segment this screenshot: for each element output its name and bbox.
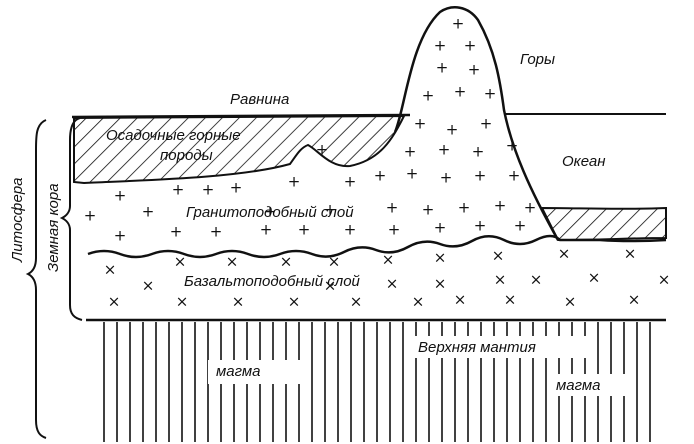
basalt-cross-marker: × (104, 261, 117, 279)
granite-plus-marker: + (172, 181, 185, 199)
granite-plus-marker: + (344, 173, 357, 191)
granite-plus-marker: + (494, 197, 507, 215)
granite-plus-marker: + (142, 203, 155, 221)
lithosphere-label: Литосфера (9, 177, 26, 263)
basalt-cross-marker: × (174, 253, 187, 271)
crust-label: Земная кора (45, 183, 62, 272)
granite-plus-marker: + (434, 219, 447, 237)
basalt-cross-marker: × (386, 275, 399, 293)
mountains-label: Горы (520, 51, 555, 68)
basalt-cross-marker: × (108, 293, 121, 311)
basalt-cross-marker: × (624, 245, 637, 263)
basalt-layer-label: Базальтоподобный слой (184, 273, 361, 290)
basalt-cross-marker: × (494, 271, 507, 289)
granite-plus-marker: + (324, 201, 337, 219)
granite-plus-marker: + (484, 85, 497, 103)
granite-plus-marker: + (438, 141, 451, 159)
granite-plus-marker: + (464, 37, 477, 55)
granite-plus-marker: + (468, 61, 481, 79)
basalt-cross-marker: × (454, 291, 467, 309)
granite-plus-marker: + (344, 221, 357, 239)
basalt-cross-marker: × (434, 249, 447, 267)
lithosphere-bracket (25, 119, 47, 439)
sedimentary-label-line1: Осадочные горные (106, 127, 241, 144)
basalt-markers: × × × × × × × × × × × × × × × × × × × × × × × × × × × × (104, 245, 671, 311)
mountain-outline (393, 6, 560, 241)
plain-label: Равнина (230, 91, 289, 108)
granite-plus-marker: + (260, 221, 273, 239)
granite-plus-marker: + (414, 115, 427, 133)
granite-plus-marker: + (114, 187, 127, 205)
basalt-cross-marker: × (558, 245, 571, 263)
granite-plus-marker: + (472, 143, 485, 161)
basalt-cross-marker: × (504, 291, 517, 309)
granite-plus-marker: + (288, 173, 301, 191)
basalt-cross-marker: × (412, 293, 425, 311)
basalt-cross-marker: × (226, 253, 239, 271)
granite-plus-marker: + (210, 223, 223, 241)
granite-plus-marker: + (480, 115, 493, 133)
granite-plus-marker: + (474, 167, 487, 185)
basalt-cross-marker: × (492, 247, 505, 265)
granite-plus-marker: + (508, 167, 521, 185)
granite-markers: ++++++++++++++++++++++++++++++++++++++++… (84, 15, 537, 245)
ocean-sediment-layer (540, 206, 667, 242)
granite-plus-marker: + (436, 59, 449, 77)
basalt-cross-marker: × (588, 269, 601, 287)
label-backdrop (410, 336, 590, 358)
crust-bracket (59, 117, 83, 321)
basalt-cross-marker: × (350, 293, 363, 311)
basalt-cross-marker: × (530, 271, 543, 289)
granite-plus-marker: + (422, 87, 435, 105)
label-backdrop (548, 374, 626, 396)
granite-plus-marker: + (406, 165, 419, 183)
basalt-cross-marker: × (628, 291, 641, 309)
upper-mantle-label: Верхняя мантия (418, 339, 536, 356)
granite-plus-marker: + (374, 167, 387, 185)
granite-basalt-boundary (87, 234, 667, 259)
magma-right-label: магма (556, 377, 600, 394)
basalt-cross-marker: × (328, 253, 341, 271)
granite-plus-marker: + (452, 15, 465, 33)
granite-plus-marker: + (298, 221, 311, 239)
basalt-cross-marker: × (382, 251, 395, 269)
basalt-cross-marker: × (232, 293, 245, 311)
basalt-cross-marker: × (288, 293, 301, 311)
granite-plus-marker: + (514, 217, 527, 235)
basalt-cross-marker: × (434, 275, 447, 293)
sedimentary-rocks-layer (73, 114, 406, 185)
granite-plus-marker: + (202, 181, 215, 199)
granite-layer-label: Гранитоподобный слой (186, 204, 354, 221)
granite-plus-marker: + (440, 169, 453, 187)
basalt-cross-marker: × (324, 277, 337, 295)
granite-plus-marker: + (458, 199, 471, 217)
granite-plus-marker: + (264, 203, 277, 221)
sedimentary-label-line2: породы (160, 147, 213, 164)
granite-plus-marker: + (388, 221, 401, 239)
granite-plus-marker: + (404, 143, 417, 161)
granite-plus-marker: + (114, 227, 127, 245)
granite-plus-marker: + (474, 217, 487, 235)
granite-plus-marker: + (422, 201, 435, 219)
granite-plus-marker: + (434, 37, 447, 55)
label-backdrop (208, 360, 300, 384)
basalt-cross-marker: × (176, 293, 189, 311)
granite-plus-marker: + (506, 137, 519, 155)
magma-left-label: магма (216, 363, 260, 380)
basalt-cross-marker: × (564, 293, 577, 311)
ocean-label: Океан (562, 153, 606, 170)
granite-plus-marker: + (230, 179, 243, 197)
granite-plus-marker: + (170, 223, 183, 241)
basalt-cross-marker: × (142, 277, 155, 295)
granite-plus-marker: + (316, 141, 329, 159)
granite-plus-marker: + (524, 199, 537, 217)
granite-plus-marker: + (446, 121, 459, 139)
basalt-cross-marker: × (280, 253, 293, 271)
granite-plus-marker: + (386, 199, 399, 217)
granite-plus-marker: + (84, 207, 97, 225)
basalt-cross-marker: × (658, 271, 671, 289)
granite-plus-marker: + (454, 83, 467, 101)
